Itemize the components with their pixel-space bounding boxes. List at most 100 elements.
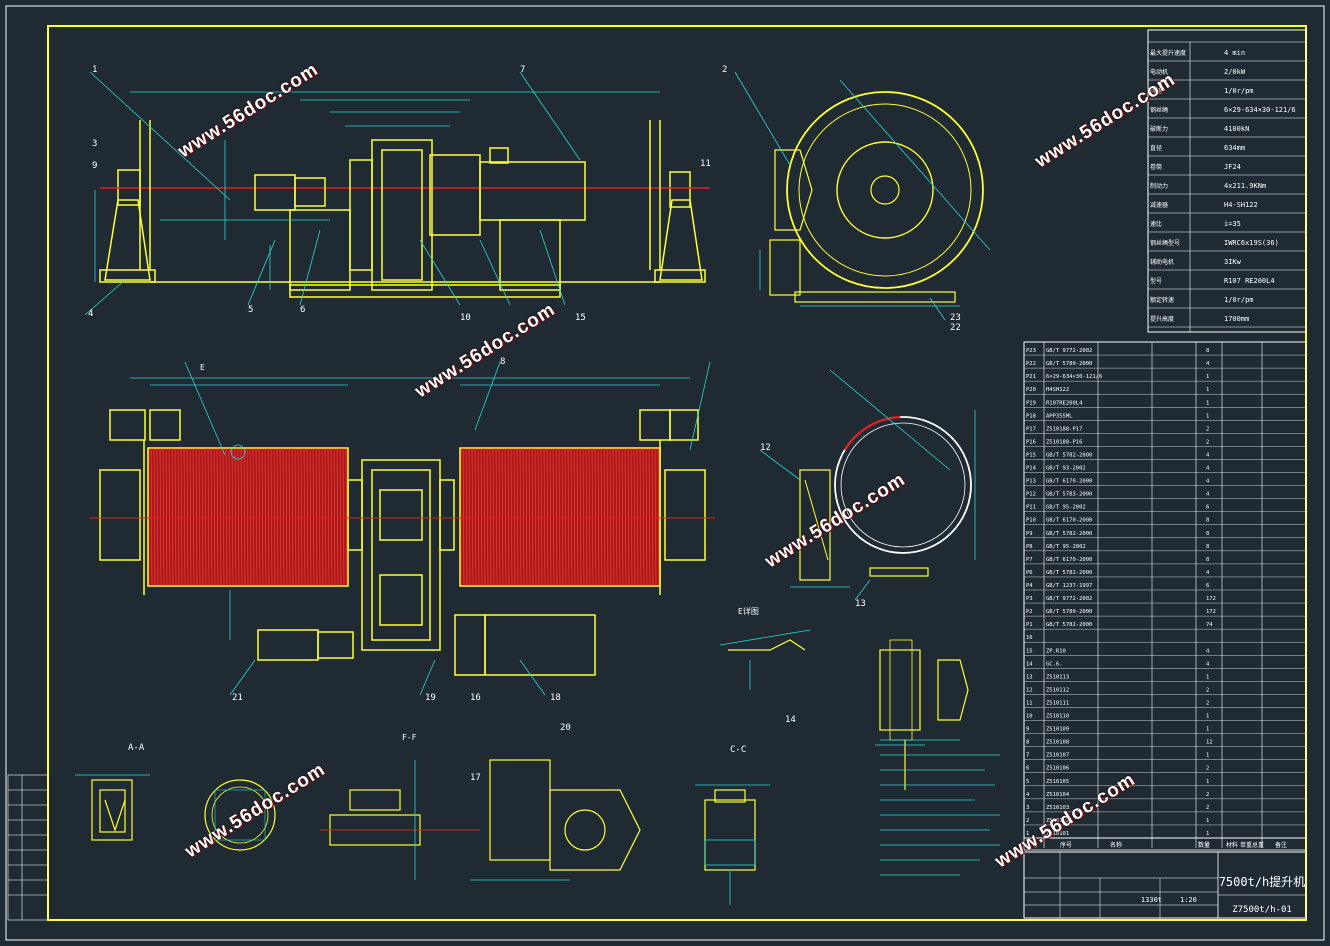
bom-code: Z510106 — [1046, 766, 1069, 772]
rope-winding — [237, 447, 240, 587]
bom-no: 2 — [1026, 818, 1029, 824]
bom-code: Z510188-P16 — [1046, 439, 1082, 445]
bom-qty: 1 — [1206, 818, 1209, 824]
rope-winding — [570, 447, 573, 587]
rope-winding — [534, 447, 537, 587]
bom-no: P11 — [1026, 505, 1036, 511]
rope-winding — [462, 447, 465, 587]
callout-number: 3 — [92, 139, 97, 149]
bom-qty: 172 — [1206, 596, 1216, 602]
param-value: 4x211.9KNm — [1224, 182, 1266, 190]
tech-notes — [880, 739, 1000, 876]
param-value: 4 min — [1224, 49, 1245, 57]
rope-winding — [465, 447, 468, 587]
rope-winding — [600, 447, 603, 587]
param-name: 速比 — [1150, 220, 1162, 228]
bom-qty: 8 — [1206, 348, 1209, 354]
callout-number: 17 — [470, 773, 481, 783]
bom-no: 11 — [1026, 700, 1033, 706]
rope-winding — [330, 447, 333, 587]
rope-winding — [594, 447, 597, 587]
rope-winding — [528, 447, 531, 587]
bom-code: GB/T 93-2002 — [1046, 466, 1086, 472]
bom-code: Z510108 — [1046, 740, 1069, 746]
rope-winding — [579, 447, 582, 587]
rope-winding — [225, 447, 228, 587]
bom-code: GB/T 6170-2000 — [1046, 479, 1092, 485]
rope-winding — [540, 447, 543, 587]
rope-winding — [507, 447, 510, 587]
rope-winding — [309, 447, 312, 587]
section-label-ff: F-F — [402, 733, 417, 742]
section-label-e-detail: E详图 — [738, 606, 759, 616]
param-name: 直径 — [1150, 144, 1162, 152]
bom-qty: 2 — [1206, 687, 1209, 693]
bom-qty: 4 — [1206, 492, 1210, 498]
bom-qty: 1 — [1206, 387, 1209, 393]
rope-winding — [498, 447, 501, 587]
rope-winding — [153, 447, 156, 587]
rope-winding — [495, 447, 498, 587]
section-label-e: E — [200, 363, 205, 372]
rope-winding — [246, 447, 249, 587]
bom-code: APP355ML — [1046, 413, 1073, 419]
plan-view — [90, 361, 715, 696]
param-name: 制动力 — [1150, 182, 1168, 190]
bom-no: 16 — [1026, 635, 1033, 641]
rope-winding — [486, 447, 489, 587]
rope-winding — [501, 447, 504, 587]
rope-winding — [276, 447, 279, 587]
rope-winding — [531, 447, 534, 587]
bom-qty: 2 — [1206, 426, 1209, 432]
rope-winding — [207, 447, 210, 587]
rope-winding — [591, 447, 594, 587]
bom-code: GC.6. — [1046, 661, 1063, 667]
rope-winding — [273, 447, 276, 587]
param-value: 2/0kW — [1224, 68, 1246, 76]
rope-winding — [480, 447, 483, 587]
bom-no: P13 — [1026, 479, 1036, 485]
rope-winding — [606, 447, 609, 587]
side-view — [734, 71, 991, 321]
rope-winding — [555, 447, 558, 587]
bom-no: P23 — [1026, 348, 1036, 354]
callout-number: 1 — [92, 65, 97, 75]
bom-no: P20 — [1026, 387, 1036, 393]
callout-number: 21 — [232, 693, 243, 703]
rope-winding — [258, 447, 261, 587]
rope-winding — [156, 447, 159, 587]
bom-code: Z510102 — [1046, 818, 1069, 824]
rope-winding — [471, 447, 474, 587]
bom-code: Z510110 — [1046, 714, 1069, 720]
bom-qty: 4 — [1206, 661, 1210, 667]
title-sheet: 1330t — [1141, 896, 1162, 904]
bom-qty: 8 — [1206, 557, 1209, 563]
bom-qty: 1 — [1206, 779, 1209, 785]
param-value: 3IKw — [1224, 258, 1242, 266]
bom-code: ZP.R10 — [1046, 648, 1066, 654]
param-value: 1/0r/pm — [1224, 87, 1254, 95]
rope-winding — [618, 447, 621, 587]
rope-winding — [318, 447, 321, 587]
rope-winding — [228, 447, 231, 587]
rope-winding — [627, 447, 630, 587]
bom-code: Z510109 — [1046, 727, 1069, 733]
bom-no: P12 — [1026, 492, 1036, 498]
rope-winding — [483, 447, 486, 587]
rope-winding — [603, 447, 606, 587]
rope-winding — [609, 447, 612, 587]
rope-winding — [213, 447, 216, 587]
bom-no: P15 — [1026, 452, 1036, 458]
section-label-cc: C-C — [730, 745, 746, 755]
bom-no: 14 — [1026, 661, 1033, 667]
bom-header-cell: 数量 — [1198, 841, 1210, 849]
rope-winding — [204, 447, 207, 587]
rope-winding — [474, 447, 477, 587]
rope-winding — [321, 447, 324, 587]
title-name: 7500t/h提升机 — [1219, 874, 1306, 889]
bom-code: GB/T 95-2002 — [1046, 505, 1086, 511]
bom-no: 8 — [1026, 740, 1029, 746]
rope-winding — [183, 447, 186, 587]
rope-winding — [324, 447, 327, 587]
bom-no: 5 — [1026, 779, 1029, 785]
